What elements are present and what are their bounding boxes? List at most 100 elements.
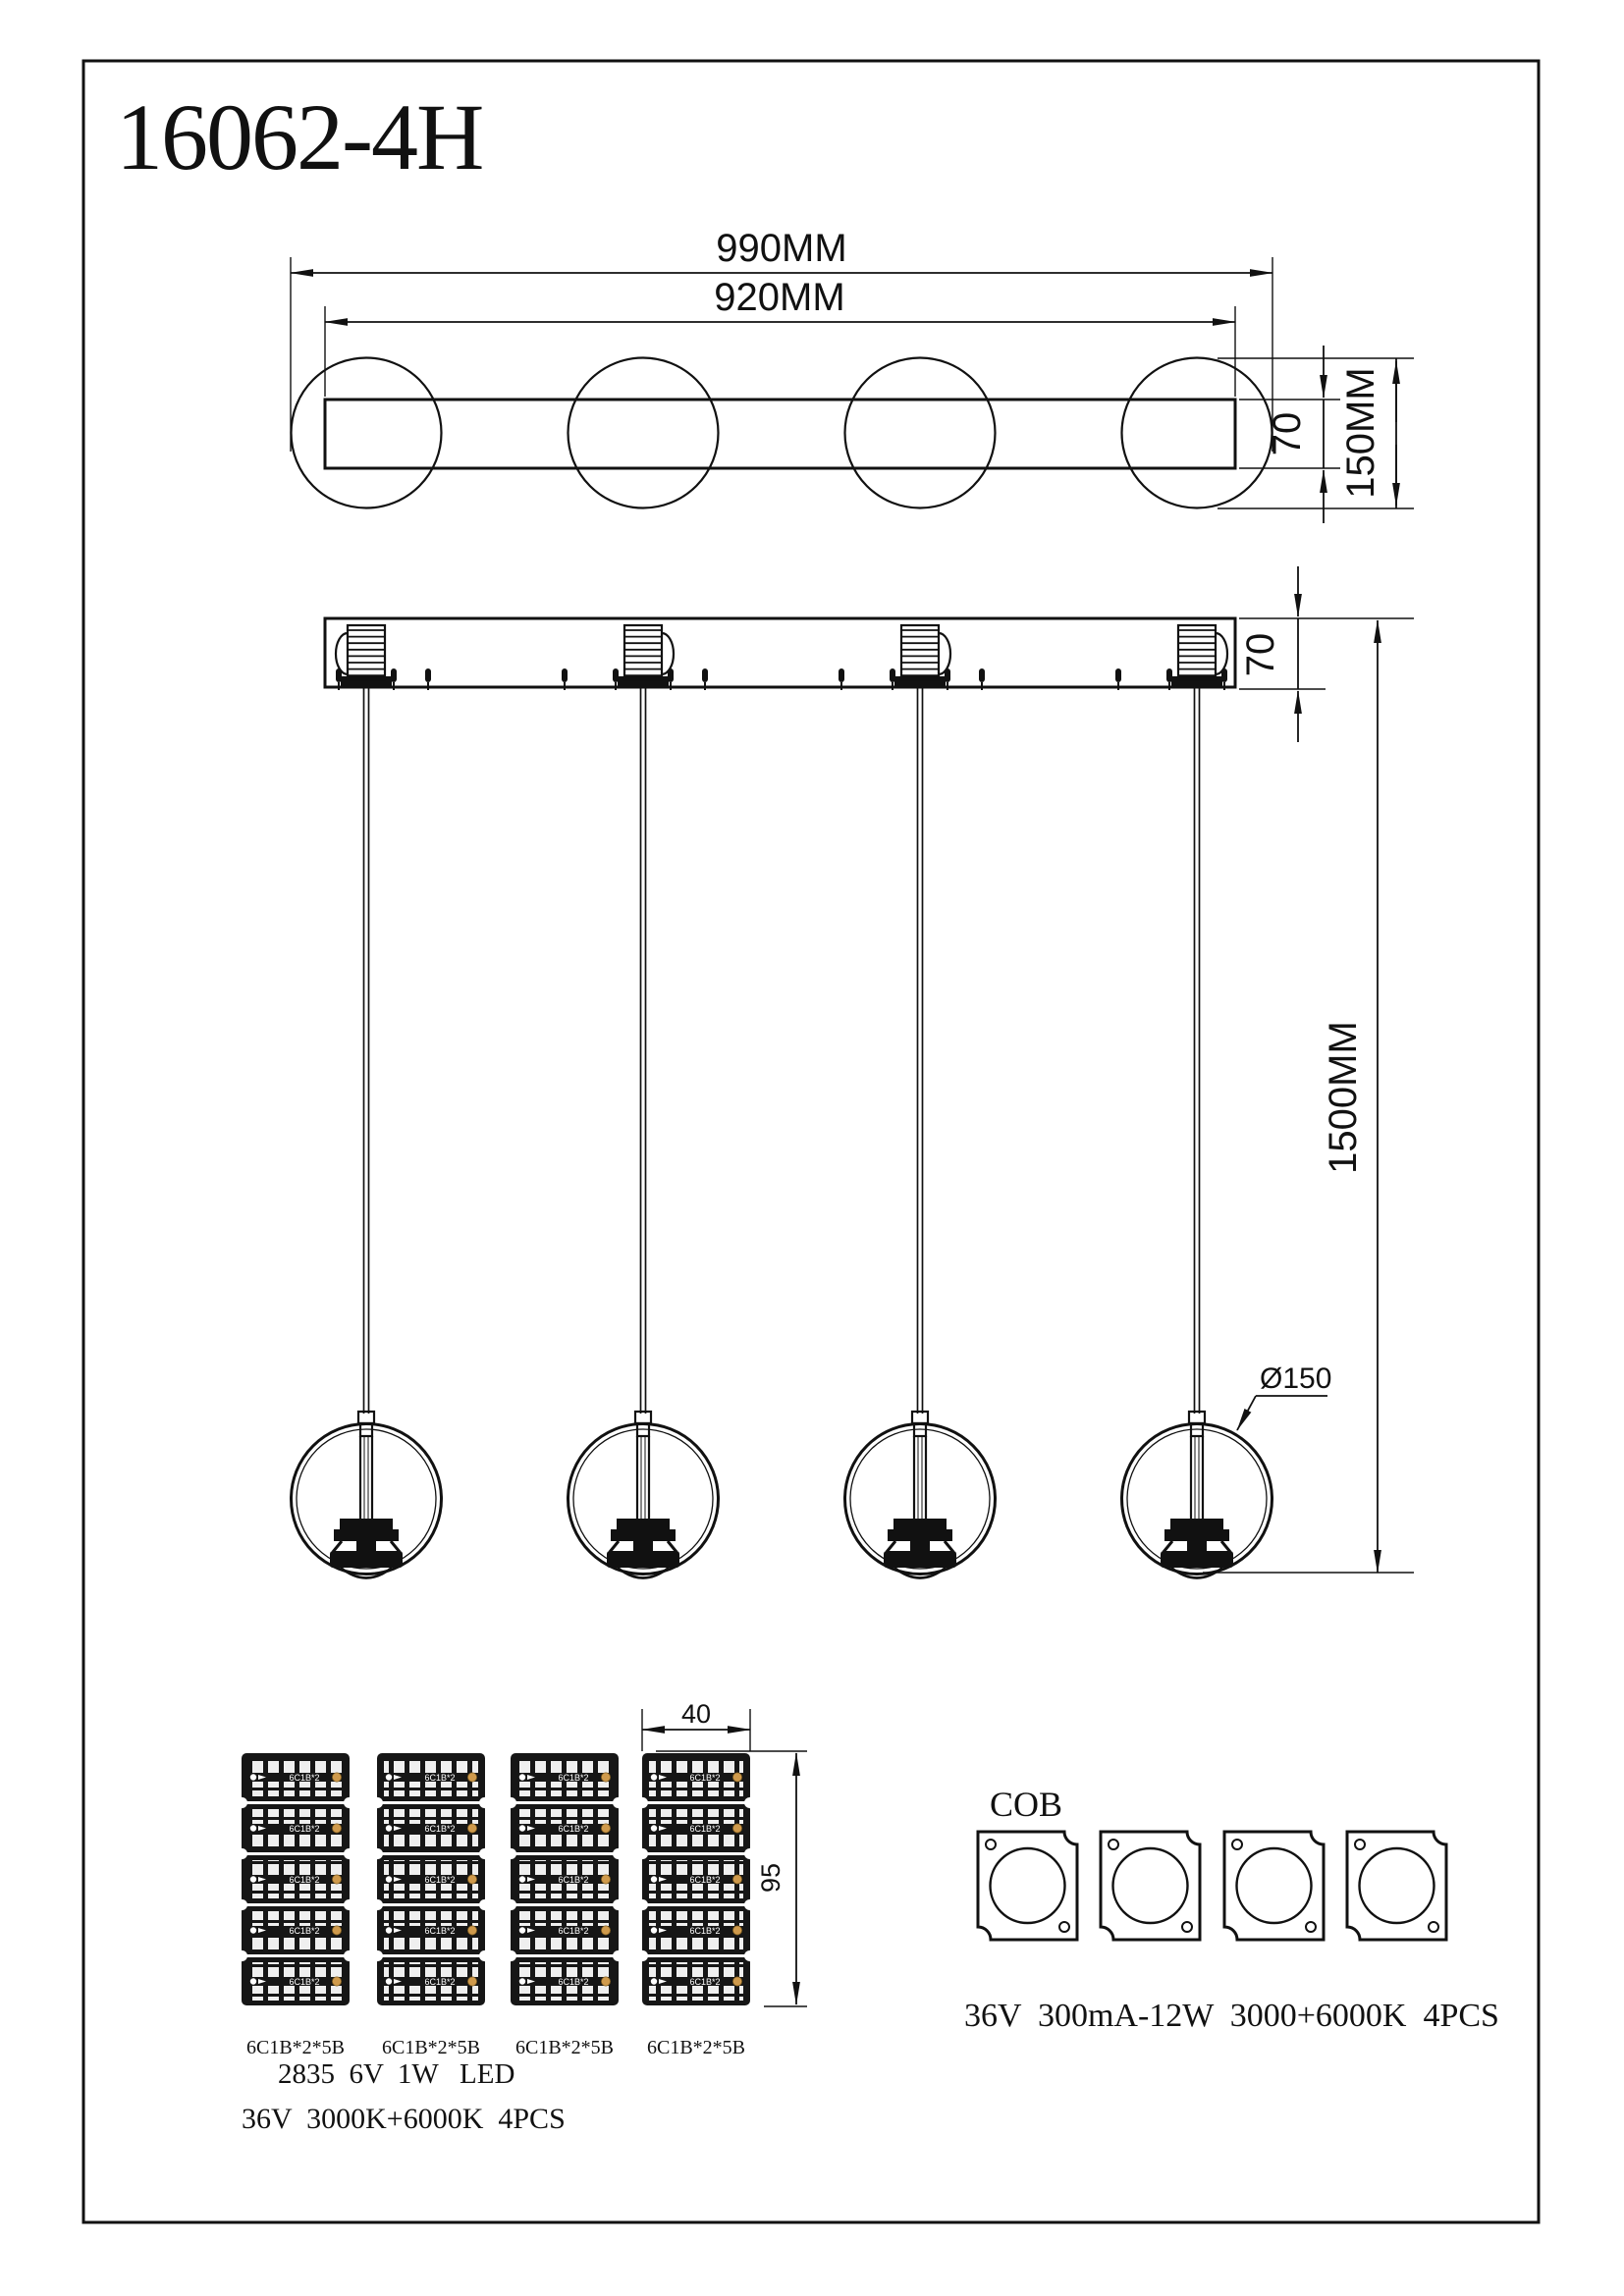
cob-screw-hole — [985, 1839, 997, 1850]
canopy-clip-pin — [981, 682, 983, 690]
pendants — [290, 623, 1273, 1579]
strip-notch — [744, 1797, 755, 1808]
canopy-clip — [336, 668, 342, 682]
strip-notch — [344, 1848, 354, 1859]
strip-notch — [372, 1797, 383, 1808]
lamp-head-leg — [885, 1540, 897, 1553]
led-pad-row — [517, 1833, 612, 1847]
canopy-clip-pin — [704, 682, 706, 690]
lamp-head-plate — [334, 1529, 399, 1541]
canopy-clip — [702, 668, 708, 682]
solder-point — [385, 1876, 393, 1883]
current-arrow-icon — [527, 1877, 535, 1882]
lamp-head-flange — [340, 1519, 393, 1529]
led-dot — [601, 1976, 612, 1987]
strip-notch — [613, 1899, 623, 1910]
pcb-chip-label: 6C1B*2 — [289, 1977, 319, 1987]
strip-notch — [637, 1899, 648, 1910]
cord-grip-collar — [1187, 1410, 1207, 1425]
pcb-chip-label: 6C1B*2 — [689, 1824, 720, 1834]
solder-point — [650, 1978, 658, 1985]
led-pad-row — [384, 1782, 478, 1796]
pcb-strip-label: 6C1B*2*5B — [647, 2037, 745, 2058]
strip-notch — [237, 1899, 247, 1910]
winder-bracket — [334, 631, 349, 676]
top-view: 990MM 920MM 70 150MM — [290, 227, 1414, 523]
solder-point — [518, 1978, 526, 1985]
winder-base — [1171, 676, 1222, 687]
pcb-chip-label: 6C1B*2 — [424, 1875, 455, 1885]
dim-strip-width-40: 40 — [641, 1699, 751, 1751]
led-pad-row — [649, 1809, 743, 1824]
pcb-chip-label: 6C1B*2 — [689, 1773, 720, 1783]
globe-dia-callout-label: Ø150 — [1260, 1362, 1331, 1395]
led-dot — [466, 1874, 477, 1885]
cord-winder — [899, 623, 941, 681]
strip-notch — [506, 1848, 516, 1859]
led-pad-row — [248, 1758, 343, 1773]
cob-screw-hole — [1428, 1921, 1439, 1933]
solder-point — [249, 1978, 257, 1985]
winder-base — [894, 676, 946, 687]
cord-winder — [623, 623, 664, 681]
solder-point — [249, 1825, 257, 1832]
solder-point — [249, 1876, 257, 1883]
canopy-clip — [668, 668, 674, 682]
lamp-head-leg — [389, 1540, 402, 1553]
cord-grip-collar — [356, 1410, 376, 1425]
strip-notch — [613, 1848, 623, 1859]
led-pad-row — [517, 1986, 612, 2001]
led-dot — [331, 1874, 342, 1885]
dim-overall-label: 990MM — [716, 227, 846, 270]
pcb-strip-label: 6C1B*2*5B — [515, 2037, 614, 2058]
canopy-clip-pin — [1168, 682, 1170, 690]
glass-globe-outer — [290, 1422, 443, 1575]
dim-inner-label: 920MM — [714, 276, 844, 319]
led-pad-row — [517, 1884, 612, 1898]
canopy-clip-pin — [564, 682, 566, 690]
winder-base — [618, 676, 669, 687]
current-arrow-icon — [659, 1928, 667, 1933]
canopy-clip-pin — [670, 682, 672, 690]
canopy-clip-pin — [1223, 682, 1225, 690]
dim-canopy-height-70: 70 — [1239, 566, 1414, 742]
strip-notch — [237, 1848, 247, 1859]
strip-notch — [344, 1950, 354, 1961]
led-pad-row — [248, 1833, 343, 1847]
led-pad-row — [384, 1935, 478, 1949]
strip-notch — [744, 1950, 755, 1961]
lamp-head-plate — [611, 1529, 676, 1541]
led-pad-row — [248, 1782, 343, 1796]
led-dot — [732, 1976, 743, 1987]
led-pad-row — [517, 1809, 612, 1824]
solder-point — [385, 1774, 393, 1781]
canopy-clip — [425, 668, 431, 682]
solder-point — [650, 1876, 658, 1883]
canopy-clip — [979, 668, 985, 682]
cob-title: COB — [990, 1785, 1062, 1824]
solder-point — [385, 1825, 393, 1832]
current-arrow-icon — [394, 1826, 402, 1831]
led-pad-row — [248, 1986, 343, 2001]
current-arrow-icon — [527, 1826, 535, 1831]
cob-spec: 36V 300mA-12W 3000+6000K 4PCS — [964, 1998, 1499, 2034]
led-spec-line1: 2835 6V 1W LED — [278, 2058, 514, 2090]
led-pad-row — [248, 1962, 343, 1977]
current-arrow-icon — [659, 1979, 667, 1984]
lamp-head-flange — [1170, 1519, 1223, 1529]
lamp-head-leg — [1162, 1540, 1174, 1553]
current-arrow-icon — [394, 1979, 402, 1984]
strip-notch — [479, 1797, 490, 1808]
cob-emitter-circle — [989, 1846, 1066, 1925]
cord-winder — [1176, 623, 1218, 681]
cob-module — [1222, 1830, 1326, 1942]
cord-winder — [346, 623, 387, 681]
current-arrow-icon — [527, 1775, 535, 1780]
pcb-chip-label: 6C1B*2 — [689, 1977, 720, 1987]
glass-globe-outer — [1120, 1422, 1273, 1575]
led-pad-row — [384, 1833, 478, 1847]
pcb-chip-label: 6C1B*2 — [689, 1875, 720, 1885]
led-dot — [466, 1925, 477, 1936]
